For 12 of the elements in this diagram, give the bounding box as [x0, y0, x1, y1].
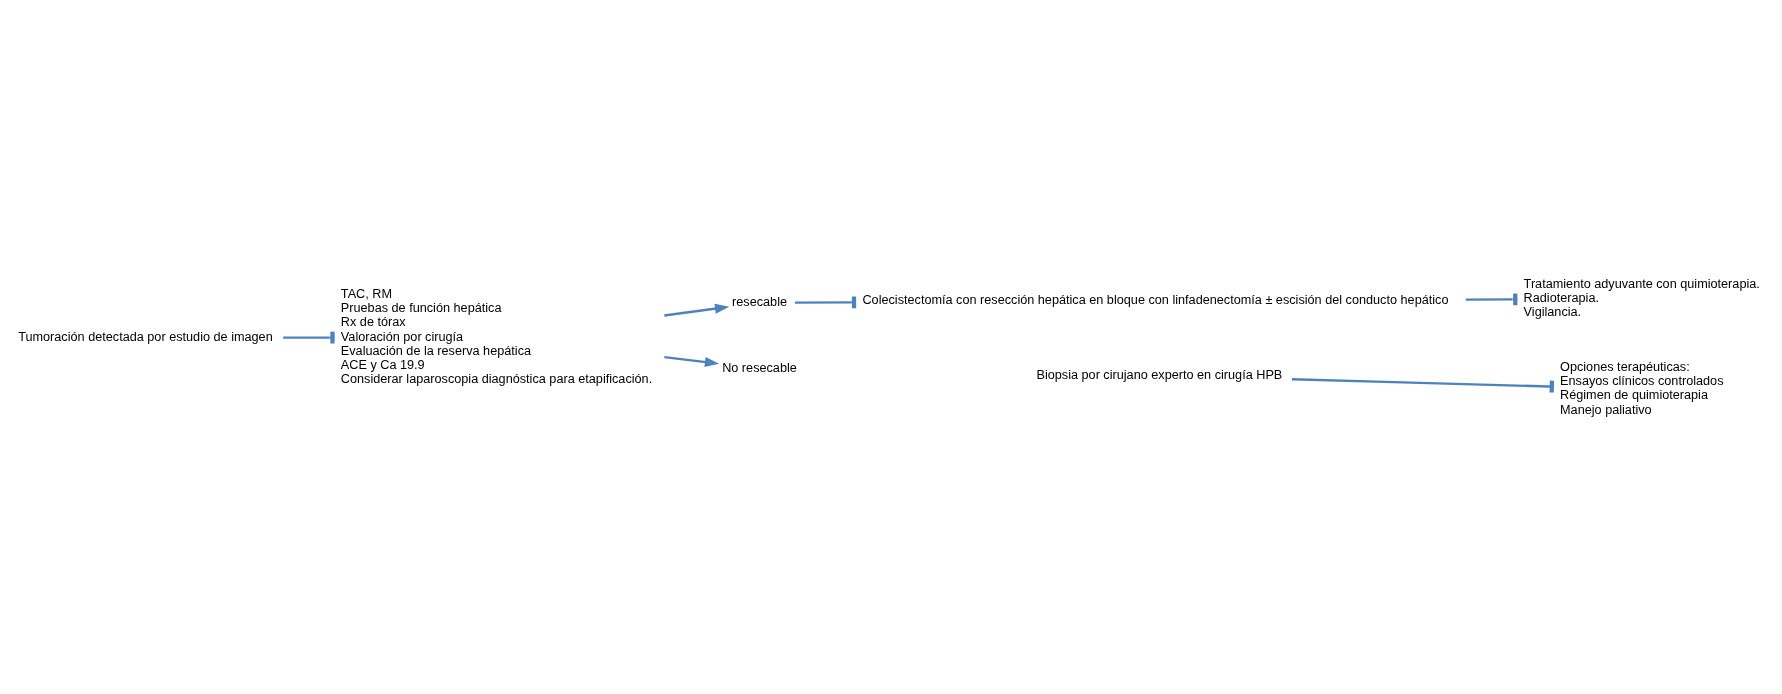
connector: [283, 331, 335, 344]
node-text: Tratamiento adyuvante con quimioterapia. Radioterapia. Vigilancia.: [1523, 275, 1760, 319]
node-text: Tumoración detectada por estudio de imagen: [18, 329, 273, 344]
connector: [795, 295, 857, 308]
node-text: No resecable: [722, 360, 797, 375]
arrow: [664, 355, 720, 367]
node-text: TAC, RM Pruebas de función hepática Rx de tórax Valoración por cirugía Evaluación de la reserva hepática ACE y Ca 19.9 Considerar laparoscopia diagnóstica para etapificación.: [340, 286, 653, 386]
arrow: [664, 303, 730, 317]
node-text: Colecistectomía con resección hepática en bloque con linfadenectomía ± escisión del conducto hepático: [862, 292, 1449, 307]
node-text: Opciones terapéuticas: Ensayos clínicos controlados Régimen de quimioterapia Manejo paliativo: [1560, 359, 1724, 417]
node-text: resecable: [732, 294, 788, 309]
node-text: Biopsia por cirujano experto en cirugía HPB: [1036, 367, 1283, 382]
